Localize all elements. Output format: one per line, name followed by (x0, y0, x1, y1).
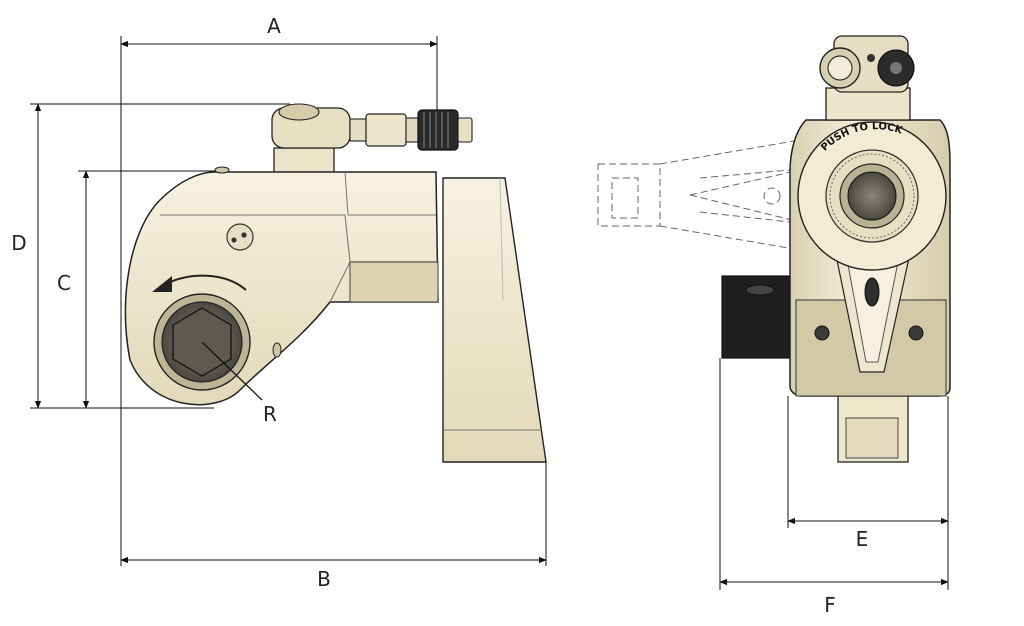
label-r: R (263, 402, 277, 426)
dimension-labels: A B C D E F R (11, 14, 868, 617)
label-d: D (11, 231, 26, 255)
label-f: F (824, 593, 836, 617)
front-dimensions (719, 358, 949, 590)
side-view (124, 103, 547, 463)
label-c: C (57, 271, 71, 295)
label-b: B (317, 567, 331, 591)
main-housing (124, 166, 439, 406)
front-view: PUSH TO LOCK (597, 35, 951, 463)
label-e: E (856, 527, 869, 551)
swivel-fitting (271, 103, 473, 175)
reaction-arm (442, 177, 547, 463)
side-dimensions (30, 36, 547, 566)
label-a: A (267, 14, 281, 38)
